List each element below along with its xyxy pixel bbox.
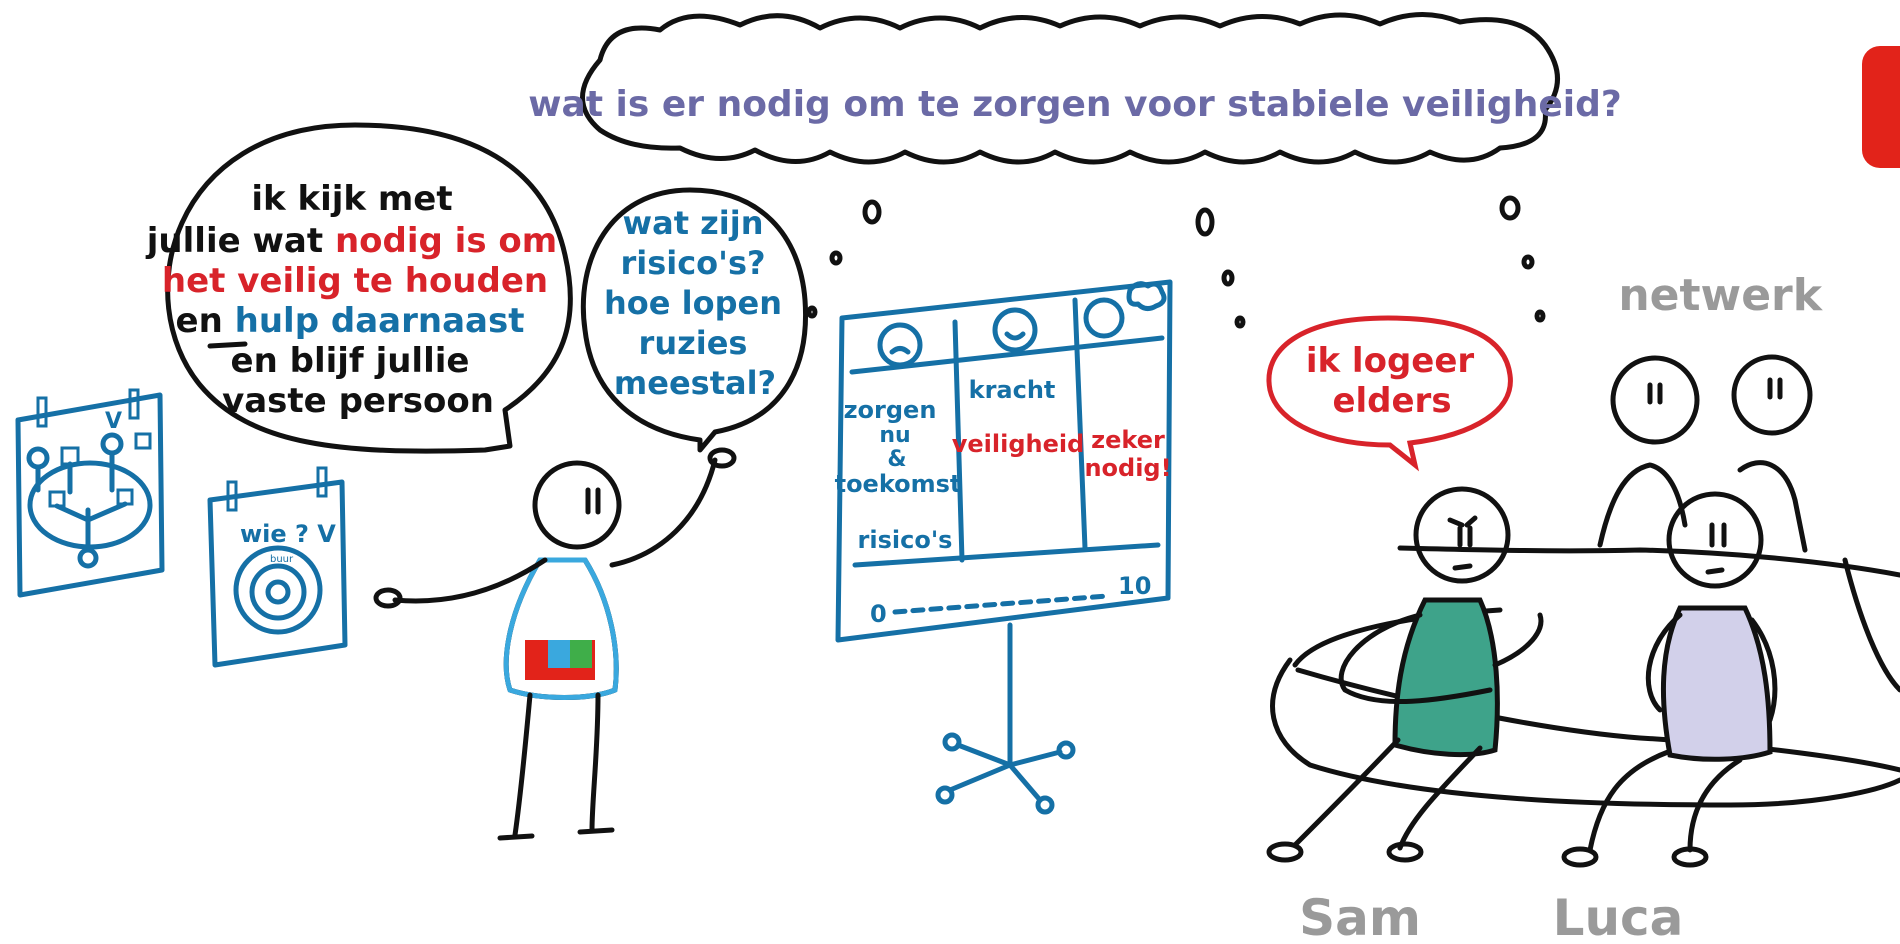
label-luca: Luca <box>1553 889 1684 944</box>
flip-col1-sub3: toekomst <box>835 470 962 498</box>
presenter-figure <box>373 447 737 841</box>
flip-col2-value: veiligheid <box>952 430 1085 458</box>
figure-luca <box>1561 491 1778 868</box>
thought-question: wat is er nodig om te zorgen voor stabie… <box>528 84 1621 125</box>
network-figures <box>1597 354 1813 553</box>
poster-top-mark: V <box>105 409 122 434</box>
speech-bubble-left: ik kijk met jullie wat nodig is om het v… <box>145 122 573 454</box>
poster-bottom-center-label: buur <box>270 554 294 565</box>
figure-sam <box>1266 486 1544 863</box>
flipchart: zorgen nu & toekomst risico's kracht vei… <box>835 279 1173 815</box>
speech-left-line4: en hulp daarnaast <box>176 301 525 341</box>
flip-col2-label: kracht <box>969 376 1056 404</box>
label-netwerk: netwerk <box>1618 270 1823 321</box>
presenter-logo-blue <box>548 640 570 668</box>
label-sam: Sam <box>1299 889 1421 944</box>
speech-left-line3: het veilig te houden <box>162 261 548 301</box>
speech-bubble-middle: wat zijn risico's? hoe lopen ruzies mees… <box>580 187 809 453</box>
speech-left-line6: vaste persoon <box>222 381 494 421</box>
presenter-logo-green <box>570 640 592 668</box>
flip-col1-label: zorgen <box>844 396 937 424</box>
speech-left-line4b: hulp daarnaast <box>223 301 525 341</box>
speech-middle-line2: risico's? <box>620 244 765 282</box>
speech-right-line1: ik logeer <box>1306 341 1475 381</box>
flip-col3-value1: zeker <box>1091 426 1165 454</box>
speech-left-line2a: jullie wat <box>145 221 335 261</box>
speech-left-line2: jullie wat nodig is om <box>145 221 557 261</box>
poster-left-bottom: wie ? V buur <box>207 466 348 668</box>
speech-left-line4a: en <box>176 301 223 341</box>
flip-scale-max: 10 <box>1118 572 1151 600</box>
poster-left-top: V <box>15 388 165 598</box>
flip-col1-sub1: nu <box>879 423 910 448</box>
speech-left-line2b: nodig is om <box>335 221 557 261</box>
speech-left-line1: ik kijk met <box>251 179 452 219</box>
sofa <box>1270 545 1900 808</box>
speech-middle-line3: hoe lopen <box>604 284 782 322</box>
speech-middle-line1: wat zijn <box>623 204 764 242</box>
flip-col1-sub2: & <box>887 447 906 472</box>
speech-middle-line4: ruzies <box>639 324 748 362</box>
flip-col3-value2: nodig! <box>1084 454 1171 482</box>
flip-scale-min: 0 <box>870 600 887 628</box>
speech-left-line5: en blijf jullie <box>231 341 470 381</box>
thought-cloud: wat is er nodig om te zorgen voor stabie… <box>528 12 1622 329</box>
speech-right-line2: elders <box>1332 381 1451 421</box>
speech-middle-line5: meestal? <box>614 364 776 402</box>
corner-red-tab <box>1862 46 1900 168</box>
flip-col1-bottom: risico's <box>858 526 953 554</box>
poster-bottom-title: wie ? V <box>240 520 336 548</box>
speech-bubble-right: ik logeer elders <box>1266 315 1513 472</box>
